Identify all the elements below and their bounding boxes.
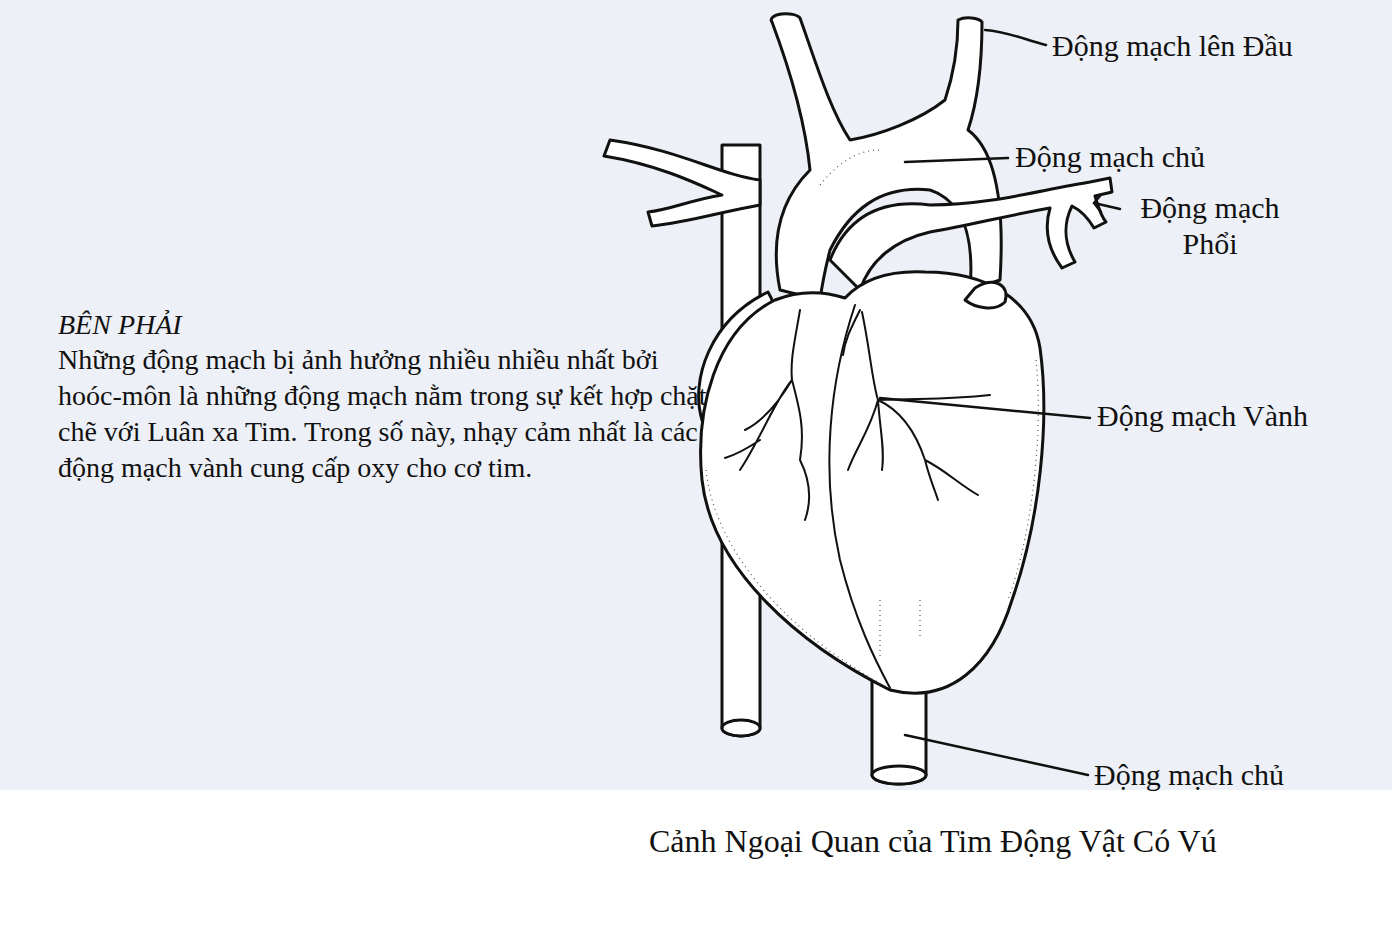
aortic-arch	[771, 14, 1001, 300]
leader-line	[880, 398, 1090, 418]
descending-aorta-end	[872, 766, 926, 784]
leader-arrow	[1094, 196, 1120, 212]
side-heading: BÊN PHẢI	[58, 308, 182, 342]
part-label: Động mạch Phổi	[1124, 190, 1296, 262]
groove	[829, 305, 890, 688]
leader-line	[905, 735, 1088, 775]
part-label: Động mạch chủ	[1094, 757, 1284, 793]
pulmonary-artery	[830, 178, 1112, 290]
vena-cava-end	[722, 720, 760, 736]
heart-body	[701, 272, 1044, 693]
caption: Cảnh Ngoại Quan của Tim Động Vật Có Vú	[649, 822, 1217, 860]
leader-line	[905, 158, 1008, 162]
left-branches	[604, 140, 760, 226]
part-label: Động mạch chủ	[1015, 139, 1205, 175]
auricle	[965, 283, 1006, 308]
coronary-right	[843, 310, 990, 500]
side-note: Những động mạch bị ảnh hưởng nhiều nhiều…	[58, 342, 708, 486]
coronary-left	[725, 310, 809, 520]
part-label: Động mạch Vành	[1097, 398, 1308, 434]
part-label: Động mạch lên Đầu	[1052, 28, 1293, 64]
leader-line	[985, 30, 1046, 45]
